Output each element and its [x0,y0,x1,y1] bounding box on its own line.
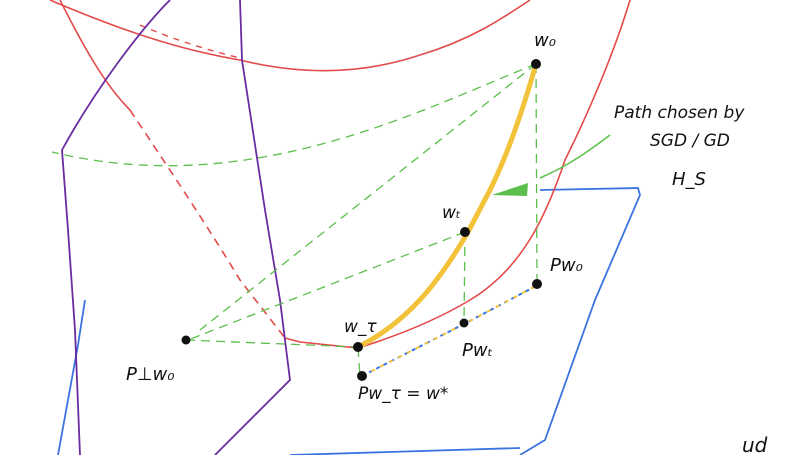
label-wtau: w_τ [344,317,377,337]
red-manifold-valley [284,0,631,349]
point-pperp [181,335,191,345]
blue-plane-bottom-edge [289,447,521,455]
label-hs: H_S [672,169,706,190]
green-dashed-lines [51,63,538,377]
label-corner: ud [742,433,768,455]
label-wt: wₜ [442,203,461,223]
blue-plane-right-edge [519,187,641,455]
point-wtau [353,342,363,352]
annotation-line2: SGD / GD [650,131,730,151]
annotation-line1: Path chosen by [614,103,745,123]
point-pwt [459,318,469,328]
point-wt [460,227,470,237]
purple-curve [61,0,171,455]
annotation-arrowhead [492,183,528,196]
point-pwtau [357,371,367,381]
label-pw0: Pw₀ [550,255,583,276]
point-pw0 [532,279,542,289]
red-manifold-top [49,0,531,72]
point-w0 [531,59,541,69]
label-w0: w₀ [534,30,556,51]
annotation-pointer-line [539,134,611,179]
red-manifold-left [59,0,131,111]
label-pperp: P⊥w₀ [126,364,174,385]
red-manifold-dashed [129,109,286,339]
red-manifold-top-dashed [139,24,241,59]
label-pwt: Pwₜ [462,340,493,361]
label-pwtau: Pw_τ = w* [358,384,448,404]
projected-path-yellow [365,286,535,375]
purple-vertical [214,0,291,455]
blue-plane-edge [57,299,86,455]
